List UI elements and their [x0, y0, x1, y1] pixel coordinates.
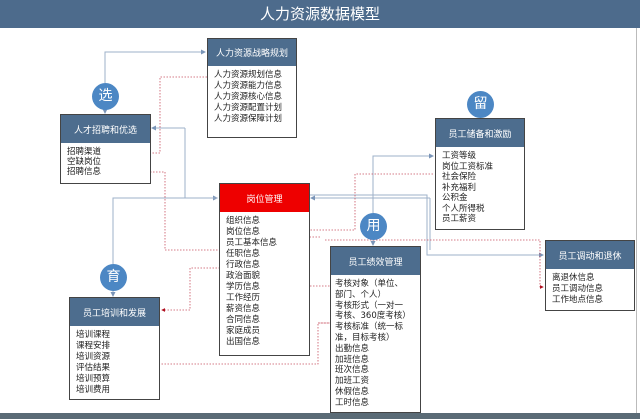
- list-item: 考核标准（统一标: [335, 322, 404, 333]
- select-circle: 选: [92, 83, 119, 110]
- list-item: 岗位工资标准: [442, 161, 494, 172]
- list-item: 人力资源配置计划: [214, 103, 283, 113]
- list-item: 任职信息: [226, 249, 261, 259]
- list-item: 补充福利: [442, 182, 477, 193]
- list-item: 离退休信息: [552, 273, 595, 283]
- list-item: 加班工资: [335, 376, 370, 387]
- diagram-title: 人力资源数据模型: [0, 0, 640, 28]
- list-item: 人力资源规划信息: [214, 70, 283, 80]
- reserve-header: 员工储备和激励: [436, 119, 524, 147]
- performance-header: 员工绩效管理: [331, 247, 420, 275]
- list-item: 考核对象（单位、: [335, 279, 404, 289]
- list-item: 考核、360度考核）: [335, 311, 411, 322]
- strategy-header: 人力资源战略规划: [208, 39, 296, 66]
- list-item: 评估结果: [76, 363, 111, 373]
- strategy-box: 人力资源战略规划 人力资源规划信息人力资源能力信息人力资源核心信息人力资源配置计…: [207, 38, 297, 138]
- list-item: 部门、个人）: [335, 289, 387, 300]
- transfer-box: 员工调动和退休 离退休信息员工调动信息工作地点信息: [545, 240, 635, 311]
- position-header: 岗位管理: [220, 184, 309, 212]
- list-item: 人力资源能力信息: [214, 81, 283, 91]
- list-item: 员工薪资: [442, 214, 477, 224]
- recruit-box: 人才招聘和优选 招聘渠道空缺岗位招聘信息: [60, 114, 151, 184]
- list-item: 工资等级: [442, 151, 477, 161]
- line-transfer: [310, 194, 544, 258]
- training-box: 员工培训和发展 培训课程课程安排培训资源评估结果培训预算培训费用: [69, 297, 160, 400]
- diagram-frame: [2, 28, 637, 413]
- list-item: 政治面貌: [226, 271, 261, 281]
- list-item: 员工基本信息: [226, 238, 278, 248]
- line-strategy-recruit: [112, 76, 213, 155]
- position-box: 岗位管理 组织信息岗位信息员工基本信息任职信息行政信息政治面貌学历信息工作经历薪…: [219, 183, 310, 356]
- retain-circle: 留: [467, 91, 494, 118]
- list-item: 薪资信息: [226, 304, 261, 314]
- list-item: 组织信息: [226, 216, 261, 226]
- line-select-strategy: [104, 49, 206, 83]
- recruit-header: 人才招聘和优选: [61, 115, 150, 143]
- list-item: 工时信息: [335, 397, 370, 408]
- list-item: 人力资源保障计划: [214, 114, 283, 124]
- list-item: 公积金: [442, 193, 468, 203]
- list-item: 招聘渠道: [67, 147, 102, 157]
- bottom-bar: [0, 413, 640, 419]
- list-item: 准，目标考核）: [335, 332, 395, 343]
- line-develop: [112, 197, 217, 264]
- list-item: 员工调动信息: [552, 284, 604, 294]
- list-item: 人力资源核心信息: [214, 92, 283, 102]
- training-header: 员工培训和发展: [70, 298, 159, 326]
- list-item: 家庭成员: [226, 326, 261, 336]
- list-item: 课程安排: [76, 341, 111, 351]
- line-use-reserve: [372, 153, 434, 213]
- list-item: 合同信息: [226, 315, 261, 325]
- list-item: 培训课程: [76, 330, 111, 340]
- list-item: 培训费用: [76, 385, 111, 395]
- list-item: 考核形式（一对一: [335, 300, 404, 311]
- reserve-box: 员工储备和激励 工资等级岗位工资标准社会保险补充福利公积金个人所得税员工薪资: [435, 118, 525, 230]
- list-item: 工作地点信息: [552, 295, 604, 305]
- list-item: 休假信息: [335, 386, 370, 397]
- performance-box: 员工绩效管理 考核对象（单位、部门、个人）考核形式（一对一考核、360度考核）考…: [330, 246, 421, 413]
- list-item: 出勤信息: [335, 343, 370, 354]
- transfer-header: 员工调动和退休: [546, 241, 634, 269]
- list-item: 学历信息: [226, 282, 261, 292]
- list-item: 行政信息: [226, 260, 261, 270]
- list-item: 个人所得税: [442, 203, 485, 214]
- list-item: 培训资源: [76, 352, 111, 362]
- use-circle: 用: [360, 213, 387, 240]
- develop-circle: 育: [100, 264, 127, 291]
- list-item: 出国信息: [226, 337, 261, 347]
- list-item: 招聘信息: [67, 167, 102, 177]
- list-item: 加班信息: [335, 354, 370, 365]
- list-item: 工作经历: [226, 293, 261, 303]
- list-item: 空缺岗位: [67, 157, 102, 167]
- list-item: 社会保险: [442, 172, 477, 182]
- list-item: 培训预算: [76, 374, 111, 384]
- list-item: 岗位信息: [226, 227, 261, 237]
- list-item: 班次信息: [335, 365, 370, 376]
